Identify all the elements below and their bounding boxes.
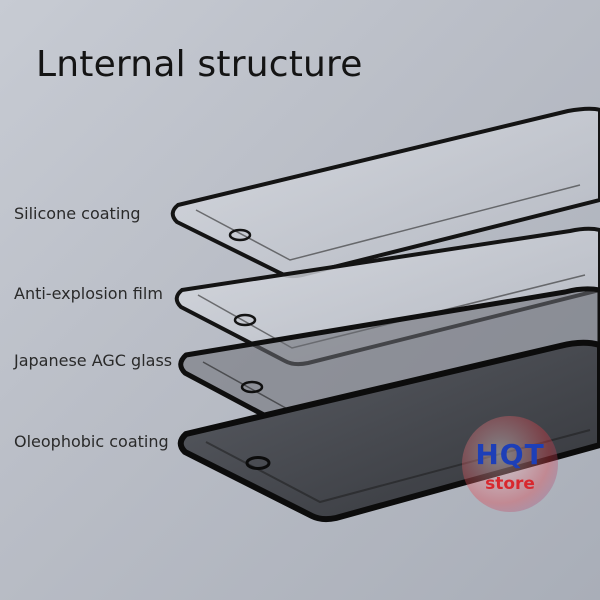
label-japanese-agc-glass: Japanese AGC glass [14, 351, 173, 370]
logo-text-bottom: store [485, 474, 535, 494]
label-silicone-coating: Silicone coating [14, 204, 141, 223]
label-anti-explosion-film: Anti-explosion film [14, 284, 163, 303]
label-oleophobic-coating: Oleophobic coating [14, 432, 169, 451]
page-title: Lnternal structure [36, 44, 363, 85]
store-logo-watermark: HQT store [462, 416, 558, 512]
logo-text-top: HQT [475, 438, 545, 471]
layer-oleophobic-coating [177, 339, 600, 523]
